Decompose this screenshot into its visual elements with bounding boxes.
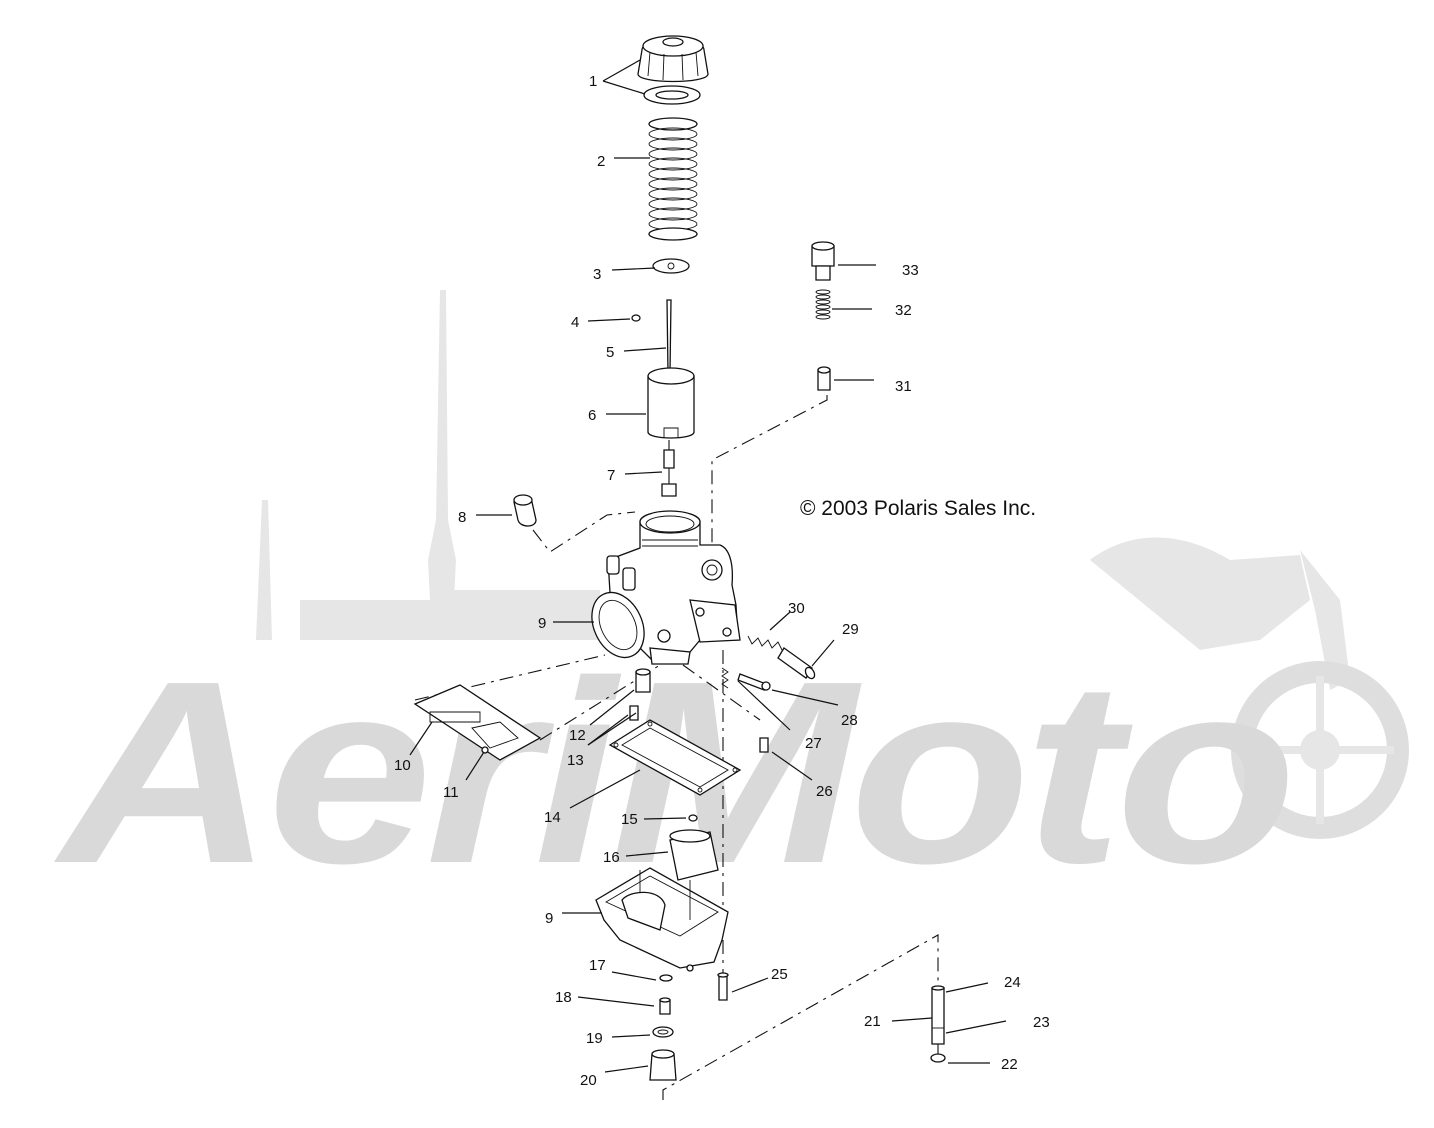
part-gasket-sheet [413, 684, 542, 761]
part-rubber-cap [513, 494, 537, 527]
callout-16: 16 [603, 849, 620, 866]
callout-18: 18 [555, 989, 572, 1006]
callout-11: 11 [443, 784, 459, 801]
callout-4: 4 [571, 314, 579, 331]
callout-9-bowl: 9 [545, 910, 553, 927]
part-overflow-tube [930, 985, 946, 1063]
callout-22: 22 [1001, 1056, 1018, 1073]
part-throttle-spring [648, 117, 698, 241]
part-drain-plug-20 [649, 1049, 677, 1081]
part-float-pin [688, 814, 698, 822]
part-washer-17 [659, 974, 673, 982]
part-main-jet [629, 705, 639, 721]
part-screw-25 [717, 972, 729, 1001]
callout-5: 5 [606, 344, 614, 361]
part-spring-30 [747, 635, 783, 651]
callout-26: 26 [816, 783, 833, 800]
part-e-clip [631, 314, 641, 322]
callout-31: 31 [895, 378, 912, 395]
callout-7: 7 [607, 467, 615, 484]
watermark-motorcycle [1090, 537, 1409, 839]
callout-33: 33 [902, 262, 919, 279]
callout-32: 32 [895, 302, 912, 319]
callout-12: 12 [569, 727, 586, 744]
callout-27: 27 [805, 735, 822, 752]
callout-21: 21 [864, 1013, 881, 1030]
callout-13: 13 [567, 752, 584, 769]
callout-10: 10 [394, 757, 411, 774]
part-needle-plate [652, 258, 690, 274]
part-plunger-31 [817, 366, 831, 391]
part-float [669, 829, 719, 881]
callout-17: 17 [589, 957, 606, 974]
callout-28: 28 [841, 712, 858, 729]
callout-8: 8 [458, 509, 466, 526]
watermark-logo: AeriMoto [51, 290, 1409, 918]
callout-20: 20 [580, 1072, 597, 1089]
callout-23: 23 [1033, 1014, 1050, 1031]
part-screw-26 [759, 737, 769, 753]
callout-labels: 1 2 3 4 5 6 7 8 9 9 10 11 12 13 14 15 16… [394, 73, 1050, 1089]
callout-30: 30 [788, 600, 805, 617]
part-needle-jet [661, 449, 677, 497]
part-spring-32 [815, 289, 831, 320]
part-pilot-screw-28 [737, 673, 771, 691]
part-throttle-slide [647, 367, 695, 439]
callout-15: 15 [621, 811, 638, 828]
part-jet-18 [659, 997, 671, 1015]
part-top-cap [637, 35, 709, 83]
copyright-notice: © 2003 Polaris Sales Inc. [800, 497, 1036, 520]
part-cap-washer [643, 85, 701, 105]
callout-3: 3 [593, 266, 601, 283]
part-o-ring-19 [652, 1026, 674, 1038]
part-pilot-jet [635, 668, 651, 693]
part-idle-screw-29 [777, 647, 816, 680]
callout-9-body: 9 [538, 615, 546, 632]
callout-1: 1 [589, 73, 597, 90]
callout-24: 24 [1004, 974, 1021, 991]
callout-29: 29 [842, 621, 859, 638]
callout-25: 25 [771, 966, 788, 983]
part-spring-27 [721, 667, 729, 689]
callout-2: 2 [597, 153, 605, 170]
part-float-bowl [595, 867, 729, 972]
callout-19: 19 [586, 1030, 603, 1047]
callout-14: 14 [544, 809, 561, 826]
part-carburetor-body [591, 510, 741, 665]
part-nut-33 [811, 241, 835, 281]
part-jet-needle [666, 299, 672, 373]
watermark-skyline [256, 290, 600, 640]
part-bowl-gasket [608, 719, 742, 796]
callout-6: 6 [588, 407, 596, 424]
leader-lines [409, 59, 1007, 1073]
